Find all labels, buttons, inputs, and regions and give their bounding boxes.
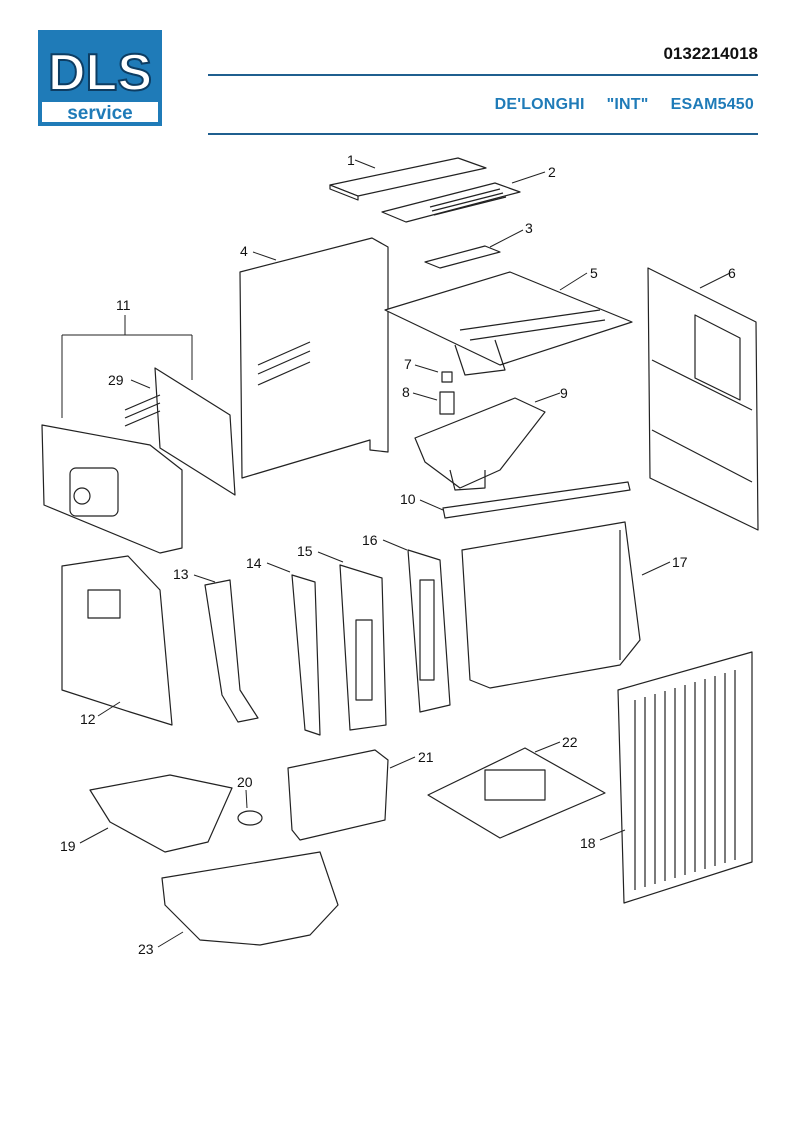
svg-text:service: service xyxy=(67,103,133,124)
callout-22: 22 xyxy=(562,734,578,750)
part-14-side-trim xyxy=(291,574,321,736)
svg-text:DLS: DLS xyxy=(48,44,152,102)
header-rule-top xyxy=(208,74,758,76)
callout-29: 29 xyxy=(108,372,124,388)
callout-21: 21 xyxy=(418,749,434,765)
part-10-rail xyxy=(442,481,631,519)
document-code: 0132214018 xyxy=(663,44,758,63)
part-8-valve xyxy=(439,391,455,415)
part-3-bracket xyxy=(424,245,501,269)
part-29-circuit-board xyxy=(124,367,236,496)
callout-19: 19 xyxy=(60,838,76,854)
part-16-door xyxy=(407,549,451,713)
header-rule-bottom xyxy=(208,133,758,135)
part-6-back-panel xyxy=(647,267,759,531)
callout-17: 17 xyxy=(672,554,688,570)
part-23-drip-tray xyxy=(161,851,339,946)
callout-8: 8 xyxy=(402,384,410,400)
part-9-funnel xyxy=(414,397,546,491)
variant-code: "INT" xyxy=(606,96,649,113)
callout-18: 18 xyxy=(580,835,596,851)
part-19-cup-tray xyxy=(89,774,233,853)
part-4-side-panel xyxy=(239,237,389,479)
callout-20: 20 xyxy=(237,774,253,790)
callout-3: 3 xyxy=(525,220,533,236)
callout-1: 1 xyxy=(347,152,355,168)
callout-9: 9 xyxy=(560,385,568,401)
part-12-front-cover xyxy=(61,555,173,726)
callout-10: 10 xyxy=(400,491,416,507)
callout-13: 13 xyxy=(173,566,189,582)
callout-5: 5 xyxy=(590,265,598,281)
part-15-door xyxy=(339,564,387,731)
part-17-water-tank xyxy=(461,521,641,689)
part-1-top-cover xyxy=(329,157,487,201)
part-22-support xyxy=(427,747,606,839)
part-21-grounds-container xyxy=(287,749,389,841)
callout-16: 16 xyxy=(362,532,378,548)
part-5-drip-frame xyxy=(384,271,633,376)
part-18-grille-panel xyxy=(617,651,753,904)
part-13-spout-holder xyxy=(204,579,259,723)
callout-2: 2 xyxy=(548,164,556,180)
callout-23: 23 xyxy=(138,941,154,957)
brand-name: DE'LONGHI xyxy=(494,96,585,113)
part-11-control-panel xyxy=(41,424,183,554)
leader-lines xyxy=(61,159,731,948)
callout-12: 12 xyxy=(80,711,96,727)
part-7-cap xyxy=(441,371,453,383)
model-line: DE'LONGHI "INT" ESAM5450 xyxy=(495,96,754,114)
callout-6: 6 xyxy=(728,265,736,281)
callout-14: 14 xyxy=(246,555,262,571)
part-20-knob xyxy=(237,810,263,826)
callout-11: 11 xyxy=(116,297,131,313)
callout-15: 15 xyxy=(297,543,313,559)
callout-4: 4 xyxy=(240,243,248,259)
model-code: ESAM5450 xyxy=(670,96,754,113)
part-2-grille-cover xyxy=(381,182,521,223)
callout-7: 7 xyxy=(404,356,412,372)
dls-service-logo: DLS service xyxy=(38,30,162,126)
